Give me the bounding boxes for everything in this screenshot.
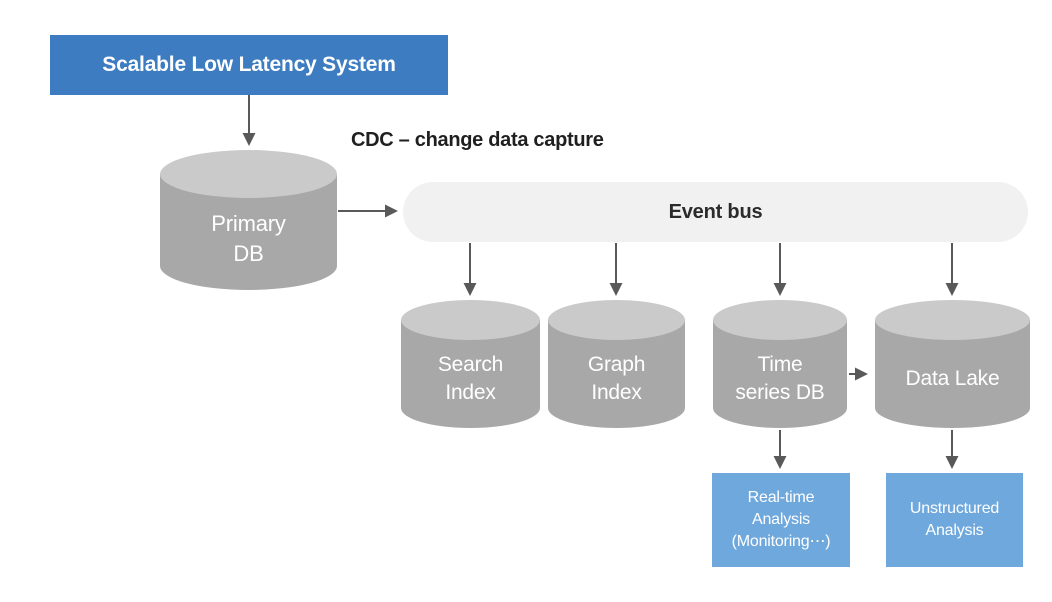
timeseries-db-line2: series DB <box>735 381 825 404</box>
unstructured-analysis-box: Unstructured Analysis <box>886 473 1023 567</box>
scalable-system-box: Scalable Low Latency System <box>50 35 448 95</box>
graph-index-cylinder: Graph Index <box>548 300 685 428</box>
search-index-label: Search Index <box>401 340 540 418</box>
timeseries-db-label: Time series DB <box>713 340 847 418</box>
graph-index-line1: Graph <box>587 353 646 376</box>
primary-db-line1: Primary <box>211 211 286 236</box>
data-lake-label: Data Lake <box>875 340 1030 418</box>
cdc-label: CDC – change data capture <box>351 129 604 151</box>
realtime-analysis-line2: Analysis <box>752 511 810 528</box>
event-bus-pill: Event bus <box>403 182 1028 242</box>
graph-index-line2: Index <box>591 381 642 404</box>
timeseries-db-line1: Time <box>757 353 803 376</box>
cylinder-top-ellipse <box>401 300 540 340</box>
primary-db-cylinder: Primary DB <box>160 150 337 290</box>
graph-index-label: Graph Index <box>548 340 685 418</box>
search-index-line1: Search <box>437 353 504 376</box>
timeseries-db-cylinder: Time series DB <box>713 300 847 428</box>
realtime-analysis-box: Real-time Analysis (Monitoring⋯) <box>712 473 850 567</box>
scalable-system-label: Scalable Low Latency System <box>102 53 396 76</box>
realtime-analysis-line3: (Monitoring⋯) <box>731 533 831 550</box>
cylinder-top-ellipse <box>875 300 1030 340</box>
unstructured-analysis-line2: Analysis <box>925 522 984 539</box>
unstructured-analysis-line1: Unstructured <box>909 500 1000 517</box>
primary-db-label: Primary DB <box>160 198 337 280</box>
data-lake-cylinder: Data Lake <box>875 300 1030 428</box>
event-bus-label: Event bus <box>668 200 763 223</box>
data-lake-line1: Data Lake <box>905 367 1000 390</box>
search-index-line2: Index <box>445 381 496 404</box>
realtime-analysis-line1: Real-time <box>747 489 815 506</box>
cylinder-top-ellipse <box>160 150 337 198</box>
primary-db-line2: DB <box>233 241 264 266</box>
search-index-cylinder: Search Index <box>401 300 540 428</box>
cylinder-top-ellipse <box>713 300 847 340</box>
cylinder-top-ellipse <box>548 300 685 340</box>
